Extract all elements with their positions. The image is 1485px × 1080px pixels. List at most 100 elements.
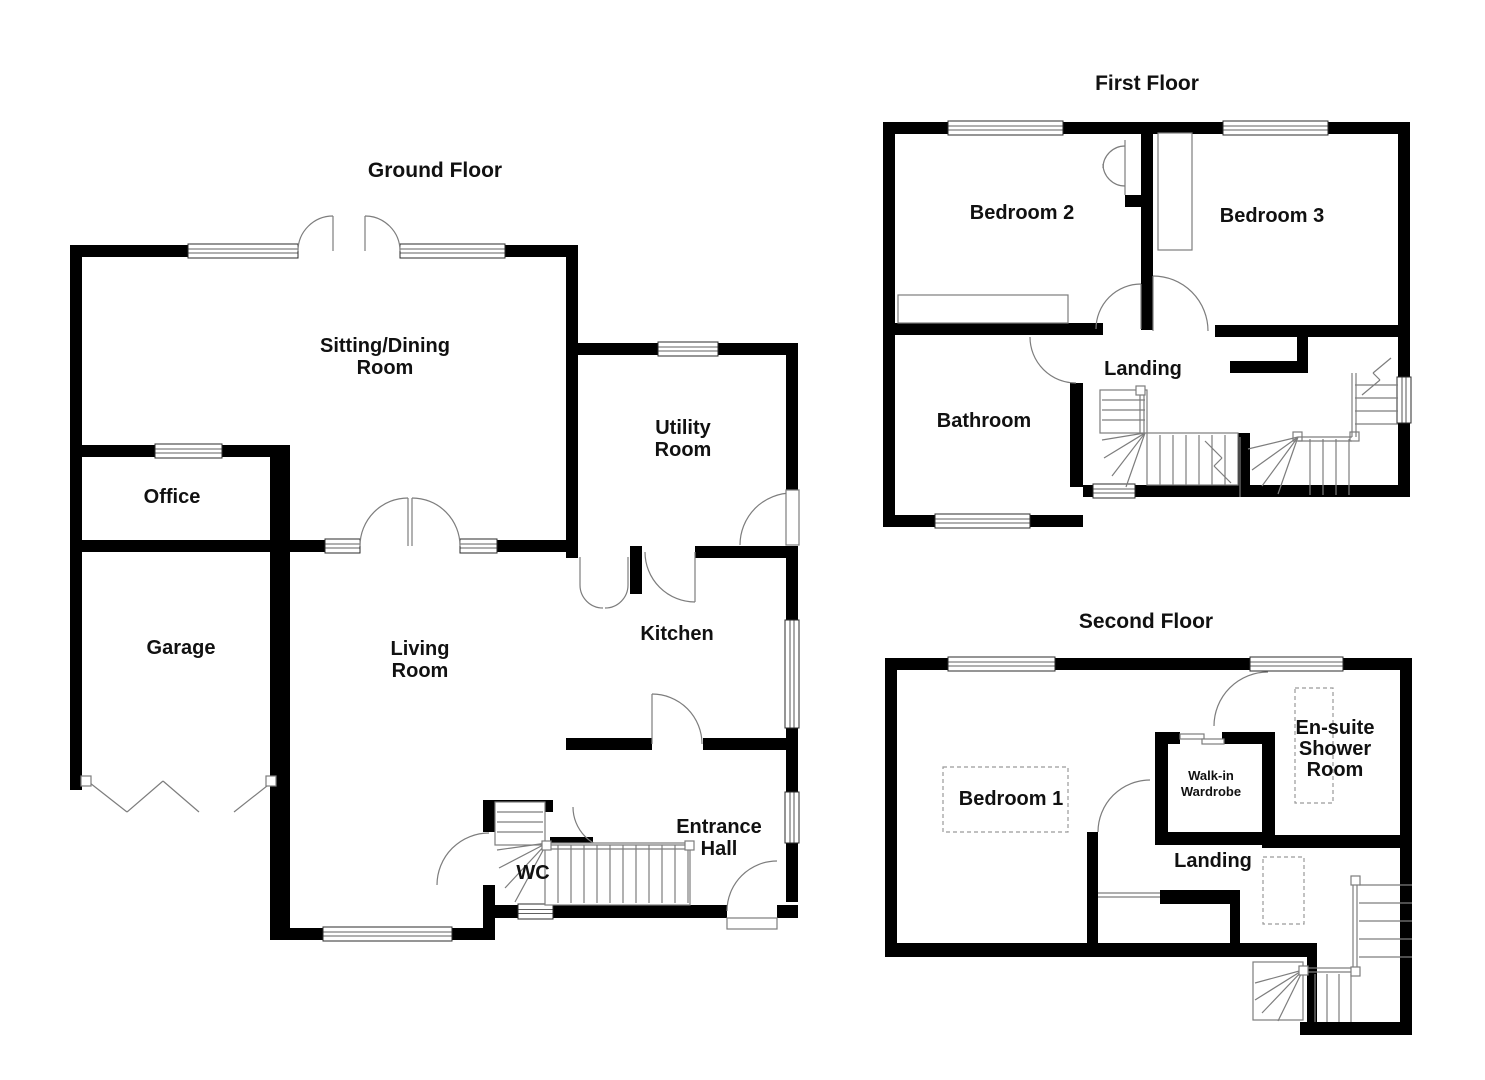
outline-box — [1157, 132, 1193, 251]
room-label-living: Living — [391, 638, 450, 660]
window — [459, 538, 498, 554]
room-label-living-2: Room — [392, 660, 449, 682]
window — [154, 443, 223, 459]
window — [784, 619, 800, 729]
door-swing-arc — [604, 584, 629, 609]
room-label-landing-second: Landing — [1174, 850, 1252, 872]
door-swing-arc — [1213, 671, 1269, 727]
thin-line — [498, 842, 548, 869]
second-floor-plan: Second Floor Bedroom 1 Walk-in Wardrobe … — [885, 610, 1412, 1035]
window — [657, 341, 719, 357]
outline-box — [684, 840, 695, 851]
wall-segment — [786, 843, 798, 902]
outline-box — [541, 840, 552, 851]
wall-segment — [1262, 835, 1412, 848]
thin-line — [1254, 969, 1304, 1001]
window — [1092, 483, 1136, 499]
outline-box — [1298, 965, 1309, 976]
outline-box — [1201, 738, 1225, 745]
thin-line — [1372, 357, 1392, 374]
wall-segment — [1055, 658, 1250, 670]
outline-box — [1135, 385, 1146, 396]
wall-segment — [695, 546, 798, 558]
room-label-walkin-wardrobe: Walk-in — [1188, 768, 1234, 783]
wall-segment — [1238, 433, 1250, 485]
room-label-sitting-dining-2: Room — [357, 357, 414, 379]
outline-box — [494, 801, 546, 846]
wall-segment — [786, 343, 798, 492]
first-floor-plan: First Floor Bedroom 2 Bedroom 3 Bathroom… — [883, 72, 1412, 529]
wall-segment — [703, 738, 798, 750]
wall-segment — [497, 540, 578, 552]
door-swing-arc — [1152, 275, 1209, 332]
wall-segment — [1215, 325, 1410, 337]
wall-segment — [1307, 943, 1317, 1033]
window — [947, 656, 1056, 672]
dashed-area — [942, 766, 1069, 833]
wall-segment — [1398, 122, 1410, 377]
wall-segment — [885, 658, 948, 670]
room-label-sitting-dining: Sitting/Dining — [320, 335, 450, 357]
wall-segment — [1297, 337, 1308, 373]
thin-line — [1111, 432, 1146, 477]
wall-segment — [1155, 732, 1180, 744]
room-label-bathroom: Bathroom — [937, 410, 1031, 432]
door-swing-arc — [1102, 163, 1126, 187]
room-label-bedroom3: Bedroom 3 — [1220, 205, 1324, 227]
room-label-ensuite-2: Shower — [1299, 738, 1371, 760]
door-swing-arc — [359, 497, 409, 547]
wall-segment — [1222, 732, 1275, 744]
wall-segment — [1030, 515, 1083, 527]
ground-floor-plan: Ground Floor Sitting/Dining Room Office … — [70, 159, 800, 942]
room-label-entrance-hall-2: Hall — [701, 838, 738, 860]
thin-line — [89, 782, 128, 813]
thin-line — [514, 842, 548, 903]
thin-line — [1277, 969, 1304, 1022]
wall-segment — [1125, 195, 1153, 207]
door-swing-arc — [1029, 336, 1077, 384]
thin-line — [233, 781, 273, 813]
outline-box — [1350, 875, 1361, 886]
thin-line — [1261, 436, 1299, 487]
thin-line — [1213, 465, 1232, 484]
window — [1249, 656, 1344, 672]
thin-line — [1261, 969, 1304, 1014]
wall-segment — [70, 245, 82, 790]
wall-segment — [553, 905, 727, 918]
wall-segment — [495, 905, 518, 918]
room-label-utility-2: Room — [655, 439, 712, 461]
door-swing-arc — [297, 215, 334, 252]
ground-floor-title: Ground Floor — [368, 159, 502, 182]
wall-segment — [277, 540, 325, 552]
thin-line — [1125, 432, 1146, 488]
wall-segment — [578, 343, 658, 355]
thin-line — [1277, 436, 1299, 495]
thin-line — [1247, 436, 1299, 450]
outline-box — [785, 489, 800, 546]
thin-line — [1204, 440, 1223, 459]
wall-segment — [1262, 732, 1275, 845]
wall-segment — [885, 943, 1317, 957]
window — [399, 243, 506, 259]
wall-segment — [883, 323, 1103, 335]
thin-line — [162, 780, 200, 813]
room-label-kitchen: Kitchen — [640, 623, 713, 645]
thin-line — [496, 842, 548, 851]
outline-box — [265, 775, 277, 787]
wall-segment — [718, 343, 798, 355]
wall-segment — [270, 445, 290, 940]
window — [1222, 120, 1329, 136]
wall-segment — [777, 905, 798, 918]
door-swing-arc — [364, 215, 401, 252]
wall-segment — [786, 546, 798, 620]
wall-segment — [1230, 890, 1240, 952]
outline-box — [544, 842, 691, 906]
window — [322, 926, 453, 942]
wall-segment — [1230, 361, 1308, 373]
room-label-entrance-hall: Entrance — [676, 816, 762, 838]
wall-segment — [70, 245, 188, 257]
wall-segment — [786, 750, 798, 792]
thin-line — [1213, 457, 1223, 467]
thin-line — [1361, 379, 1381, 396]
